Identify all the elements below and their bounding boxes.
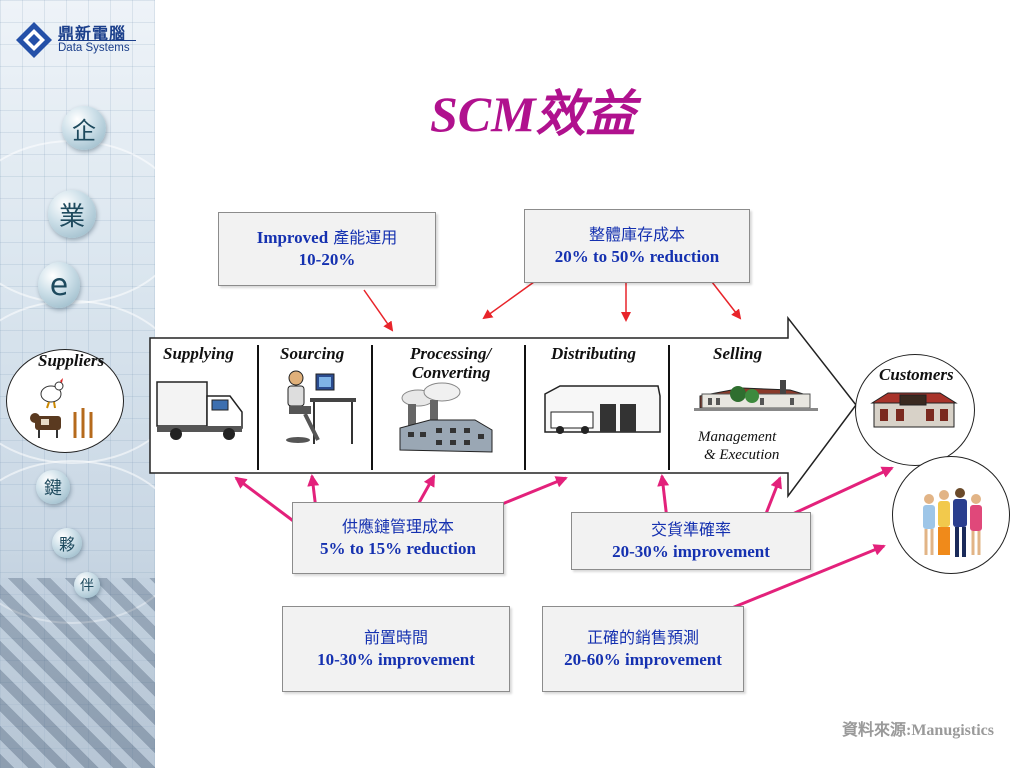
sidebar-orb: 伴 — [74, 572, 100, 598]
benefit-leadtime-box: 前置時間 10-30% improvement — [282, 606, 510, 692]
benefit-forecast-box: 正確的銷售預測 20-60% improvement — [542, 606, 744, 692]
benefit-supply-title: 供應鏈管理成本 — [341, 517, 454, 536]
benefit-arrow — [482, 281, 535, 320]
benefit-capacity-title: Improved 產能運用 — [257, 227, 398, 249]
stage-processing: Processing/ — [410, 344, 492, 363]
customer-store-icon — [870, 392, 958, 428]
company-logo: 鼎新電腦 Data Systems — [14, 18, 136, 70]
page-title: SCM效益 — [430, 86, 636, 142]
logo-english-name: Data Systems — [58, 42, 130, 54]
benefit-supply-box: 供應鏈管理成本 5% to 15% reduction — [292, 502, 504, 574]
sidebar-orb: 業 — [48, 190, 96, 238]
benefit-leadtime-title: 前置時間 — [363, 628, 428, 647]
suppliers-label: Suppliers — [38, 351, 105, 370]
benefit-arrow — [234, 476, 301, 528]
benefit-forecast-title: 正確的銷售預測 — [586, 628, 699, 647]
benefit-forecast-value: 20-60% improvement — [564, 650, 722, 669]
warehouse-icon — [544, 385, 661, 434]
execution-label: & Execution — [704, 447, 780, 463]
logo-diamond-icon — [16, 22, 52, 58]
benefit-inventory-box: 整體庫存成本 20% to 50% reduction — [524, 209, 750, 283]
logo-chinese-name: 鼎新電腦 — [58, 24, 127, 43]
keyboard-image — [0, 578, 155, 768]
benefit-supply-value: 5% to 15% reduction — [320, 539, 476, 558]
logo-divider — [58, 40, 136, 41]
customer-people-circle — [892, 456, 1010, 574]
benefit-delivery-value: 20-30% improvement — [612, 542, 770, 561]
band-wave — [0, 460, 155, 624]
benefit-delivery-box: 交貨準確率 20-30% improvement — [571, 512, 811, 570]
customers-label: Customers — [879, 365, 954, 384]
stage-converting: Converting — [412, 363, 491, 382]
benefit-arrow — [711, 281, 742, 320]
benefit-capacity-cn: 產能運用 — [328, 228, 398, 247]
stage-sourcing: Sourcing — [280, 344, 345, 363]
benefit-delivery-title: 交貨準確率 — [650, 520, 731, 539]
stage-distributing: Distributing — [551, 344, 637, 363]
benefit-capacity-en: Improved — [256, 228, 329, 247]
benefit-capacity-box: Improved 產能運用 10-20% — [218, 212, 436, 286]
benefit-capacity-value: 10-20% — [298, 250, 356, 269]
management-label: Management — [698, 429, 777, 445]
truck-icon — [156, 381, 243, 440]
source-credit: 資料來源:Manugistics — [841, 722, 994, 739]
customers-circle — [855, 354, 975, 466]
factory-icon — [399, 382, 493, 453]
sidebar-orb: e — [38, 262, 80, 308]
sidebar-orb: 鍵 — [36, 470, 70, 504]
person-at-computer-icon — [286, 370, 356, 444]
benefit-arrow — [783, 466, 894, 520]
benefit-arrow — [363, 289, 394, 332]
benefit-arrow — [721, 544, 886, 614]
suppliers-circle — [6, 349, 124, 453]
benefit-leadtime-value: 10-30% improvement — [317, 650, 475, 669]
process-arrow — [149, 315, 857, 499]
stage-selling: Selling — [713, 344, 763, 363]
benefit-inventory-title: 整體庫存成本 — [588, 225, 685, 244]
farm-animals-icon — [30, 378, 93, 438]
store-icon — [694, 380, 818, 411]
people-group-icon — [923, 488, 982, 557]
sidebar-orb: 企 — [62, 106, 106, 150]
stage-supplying: Supplying — [163, 344, 234, 363]
benefit-inventory-value: 20% to 50% reduction — [554, 247, 720, 266]
sidebar-orb: 夥 — [52, 528, 82, 558]
